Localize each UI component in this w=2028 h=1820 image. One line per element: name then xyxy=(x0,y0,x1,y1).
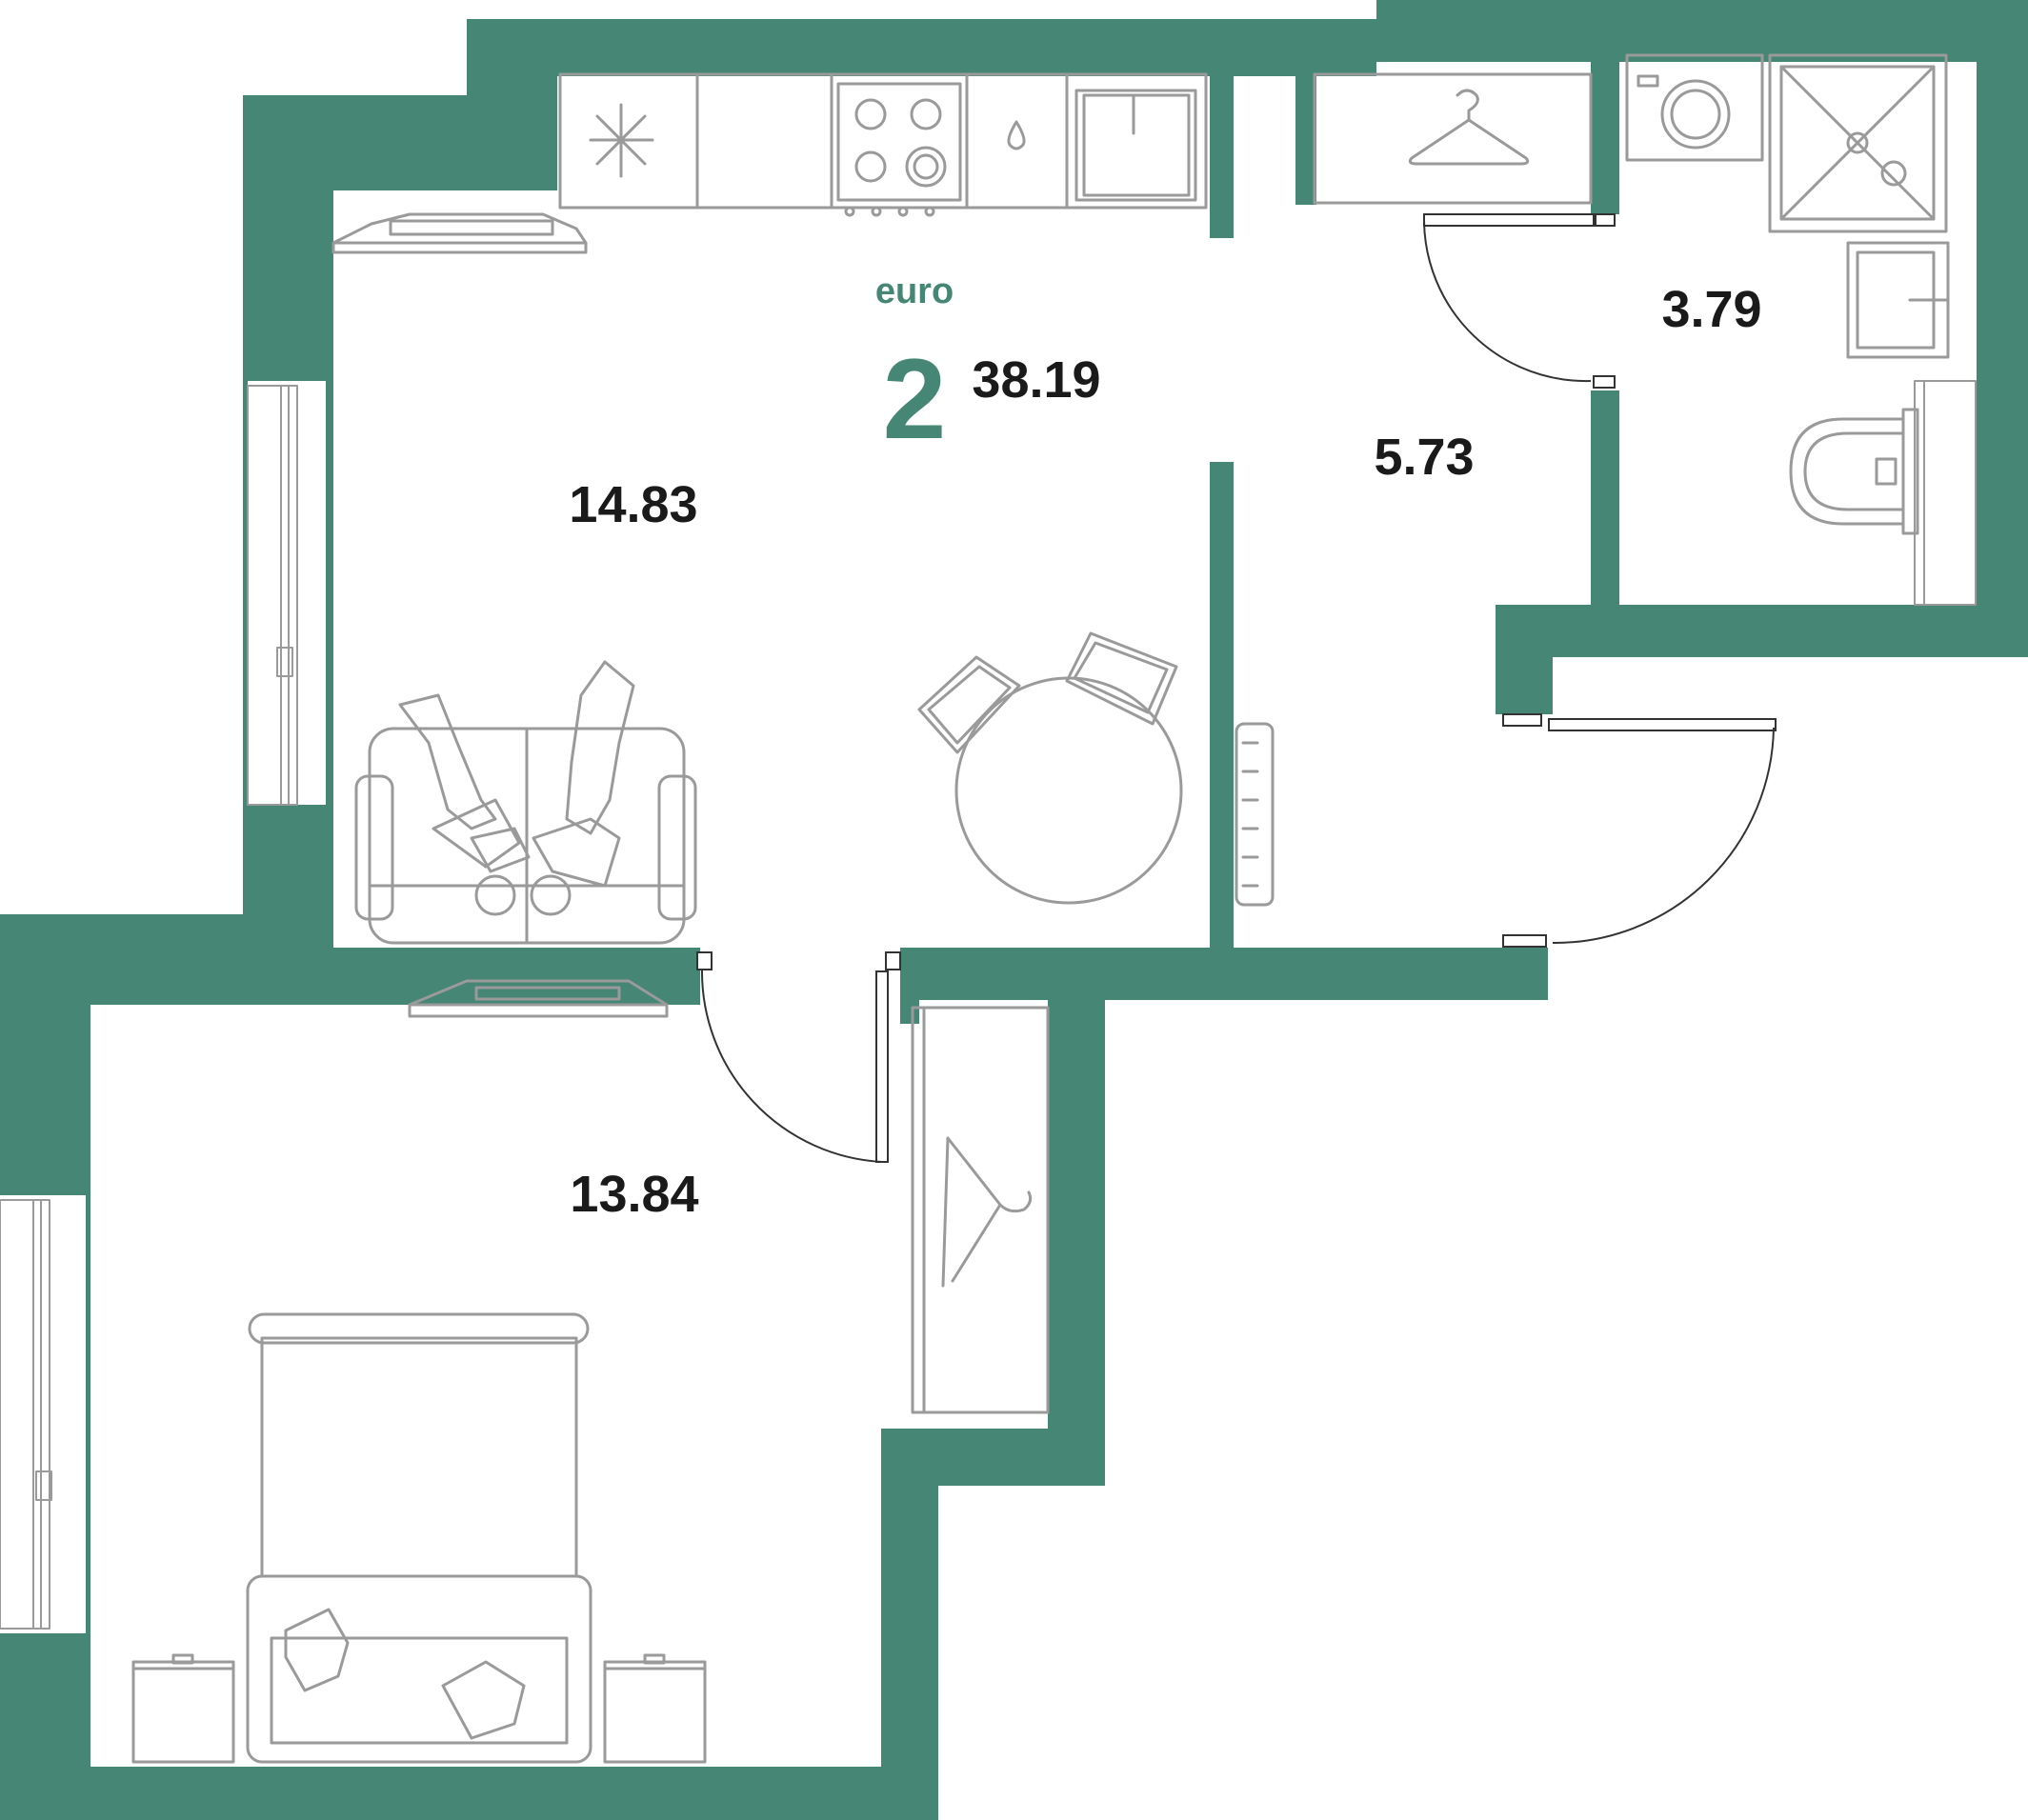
total-area-label: 38.19 xyxy=(972,351,1100,409)
room-area-hallway: 5.73 xyxy=(1374,429,1474,486)
fridge-icon xyxy=(589,103,654,178)
door-bathroom xyxy=(1423,213,1616,389)
nightstand-right xyxy=(603,1653,707,1764)
room-area-bedroom: 13.84 xyxy=(570,1166,698,1223)
door-bedroom xyxy=(696,951,901,1163)
chair-left xyxy=(917,655,1021,754)
window-living xyxy=(247,385,298,806)
bed xyxy=(246,1312,592,1764)
shower-icon xyxy=(1768,53,1948,233)
chair-right xyxy=(1065,631,1178,726)
bathroom-sink-icon xyxy=(1846,241,1950,359)
water-drop-icon xyxy=(1007,120,1026,150)
nightstand-left xyxy=(131,1653,235,1764)
pillow-left xyxy=(284,1608,350,1692)
hallway-wardrobe xyxy=(1313,72,1593,205)
sink-icon xyxy=(1074,89,1197,202)
washing-machine-icon xyxy=(1625,53,1764,162)
door-entrance xyxy=(1502,713,1777,948)
tv xyxy=(408,979,669,1018)
kitchen-counter xyxy=(558,72,1208,217)
bedroom-wardrobe xyxy=(911,1006,1050,1414)
sofa xyxy=(354,727,697,945)
stove-icon xyxy=(836,82,962,217)
doors xyxy=(696,213,1777,1163)
rooms-count-label: 2 xyxy=(883,335,947,463)
window-bathroom xyxy=(1914,380,1977,606)
toilet-icon xyxy=(1789,408,1919,535)
pillow-right xyxy=(441,1660,526,1740)
bathroom-fixtures xyxy=(1625,53,1950,535)
dining-table xyxy=(917,631,1183,905)
ac-unit xyxy=(331,212,588,254)
room-area-bathroom: 3.79 xyxy=(1661,281,1761,338)
windows xyxy=(0,380,1977,1630)
apartment-type-label: euro xyxy=(875,271,954,311)
room-area-kitchen-living: 14.83 xyxy=(569,476,697,533)
people-sitting xyxy=(398,660,635,916)
radiator xyxy=(1235,722,1275,907)
window-bedroom xyxy=(0,1199,52,1630)
